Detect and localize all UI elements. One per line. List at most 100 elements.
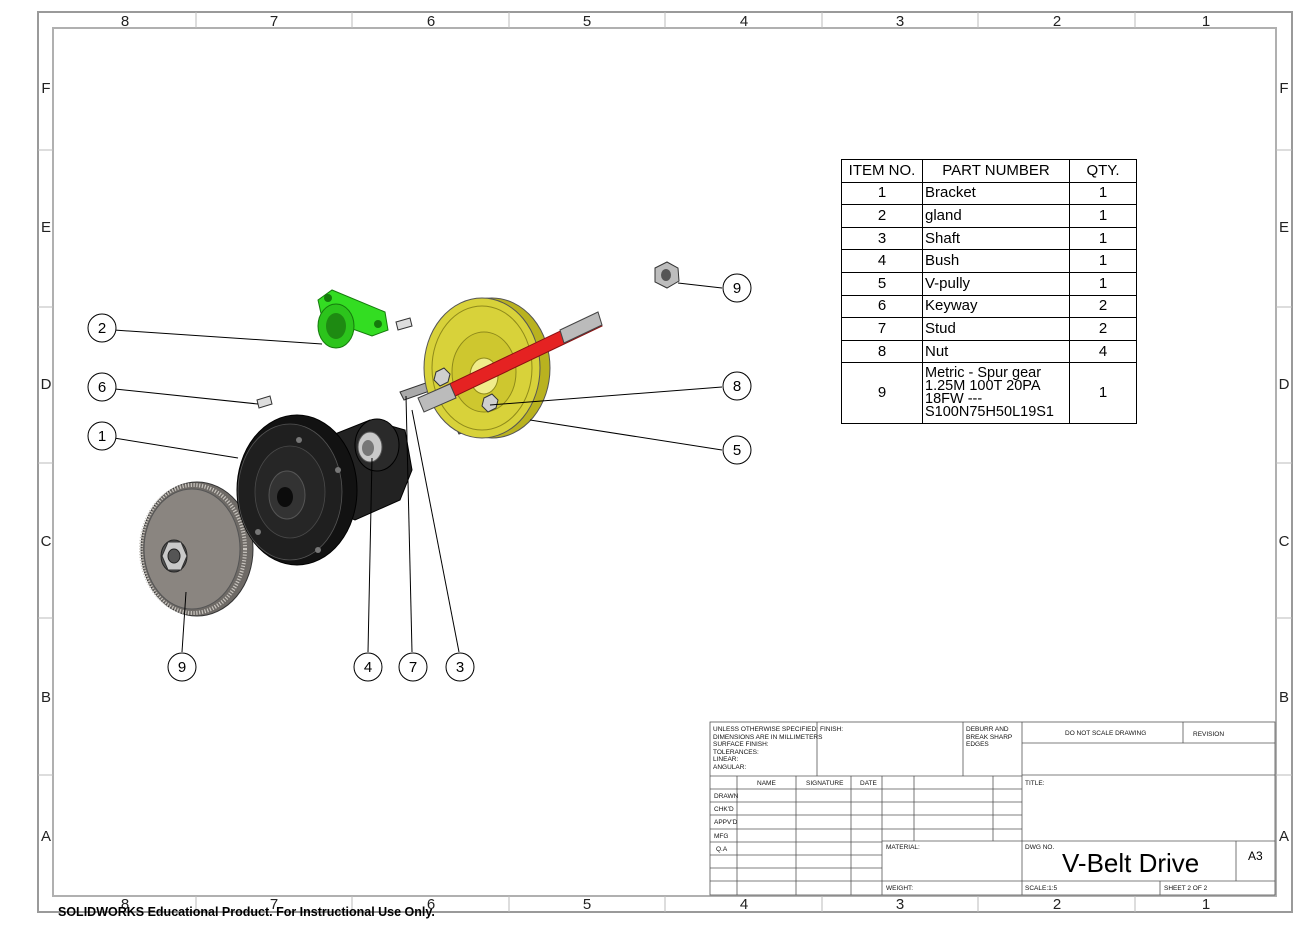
zone-row-b-left: B — [40, 689, 51, 706]
zone-col-1-bottom: 1 — [1201, 896, 1211, 913]
svg-text:6: 6 — [98, 379, 106, 396]
balloon-4: 4 — [353, 652, 383, 682]
bom-header-qty: QTY. — [1069, 159, 1137, 183]
bom-qty: 2 — [1069, 317, 1137, 341]
educational-watermark: SOLIDWORKS Educational Product. For Inst… — [58, 905, 435, 919]
svg-text:9: 9 — [733, 280, 741, 297]
tb-scale: SCALE:1:5 — [1025, 885, 1058, 892]
balloon-7: 7 — [398, 652, 428, 682]
bom-qty: 4 — [1069, 339, 1137, 364]
zone-col-6-bottom: 6 — [426, 896, 436, 913]
bom-header-row: ITEM NO. PART NUMBER QTY. — [841, 159, 1137, 183]
zone-col-8-top: 8 — [120, 13, 130, 30]
svg-text:3: 3 — [456, 659, 464, 676]
tb-col-date: DATE — [860, 780, 877, 787]
tb-sheet-number: SHEET 2 OF 2 — [1164, 885, 1208, 892]
zone-row-e-left: E — [40, 219, 51, 236]
zone-ticks — [38, 12, 1292, 912]
balloon-5: 5 — [722, 435, 752, 465]
tb-chkd: CHK'D — [714, 806, 734, 813]
bom-item-no: 7 — [841, 317, 923, 341]
bom-qty: 1 — [1069, 226, 1137, 251]
zone-col-2-top: 2 — [1052, 13, 1062, 30]
zone-row-c-right: C — [1278, 533, 1290, 550]
zone-row-a-left: A — [40, 828, 51, 845]
zone-col-7-bottom: 7 — [269, 896, 279, 913]
bom-part-number: Stud — [922, 317, 1070, 341]
tb-title-label: TITLE: — [1025, 780, 1045, 787]
tb-finish: FINISH: — [820, 726, 844, 733]
zone-row-f-right: F — [1279, 80, 1289, 97]
shaft-part — [417, 311, 603, 413]
zone-row-a-right: A — [1278, 828, 1289, 845]
bom-part-line: 18FW --- — [925, 391, 983, 408]
keyway-parts — [256, 317, 413, 409]
bom-part-number: gland — [922, 204, 1070, 228]
outer-border — [37, 11, 1293, 913]
bom-row: 9 Metric - Spur gear 1.25M 100T 20PA 18F… — [841, 362, 1137, 425]
balloon-9-nut: 9 — [722, 273, 752, 303]
bom-item-no: 3 — [841, 226, 923, 251]
bom-header-item-no: ITEM NO. — [841, 159, 923, 183]
tb-revision: REVISION — [1193, 731, 1225, 738]
bom-part-number: Keyway — [922, 294, 1070, 319]
tb-weight: WEIGHT: — [886, 885, 914, 892]
bom-item-no: 8 — [841, 339, 923, 364]
zone-col-6-top: 6 — [426, 13, 436, 30]
spur-gear-part — [139, 481, 254, 617]
zone-col-3-top: 3 — [895, 13, 905, 30]
title-block-grid — [709, 721, 1276, 896]
tb-col-name: NAME — [757, 780, 776, 787]
tb-dwg-no-label: DWG NO. — [1025, 844, 1055, 851]
svg-text:8: 8 — [733, 378, 741, 395]
balloons: 2 6 1 9 4 7 3 9 8 5 — [87, 273, 752, 682]
zone-col-3-bottom: 3 — [895, 896, 905, 913]
svg-text:5: 5 — [733, 442, 741, 459]
balloon-2: 2 — [87, 313, 117, 343]
bom-item-no: 1 — [841, 181, 923, 206]
bom-qty: 1 — [1069, 249, 1137, 273]
bom-qty: 1 — [1069, 204, 1137, 228]
bom-part-number-multiline: Metric - Spur gear 1.25M 100T 20PA 18FW … — [922, 362, 1070, 425]
bom-qty: 1 — [1069, 362, 1137, 425]
zone-col-4-top: 4 — [739, 13, 749, 30]
zone-row-e-right: E — [1278, 219, 1289, 236]
zone-col-2-bottom: 2 — [1052, 896, 1062, 913]
gland-part — [317, 289, 389, 349]
zone-row-d-left: D — [40, 376, 52, 393]
nut-parts — [433, 261, 680, 413]
bom-part-number: Nut — [922, 339, 1070, 364]
bom-header-part-number: PART NUMBER — [922, 159, 1070, 183]
svg-text:9: 9 — [178, 659, 186, 676]
bom-part-line: Metric - Spur gear — [925, 365, 1042, 382]
bom-part-line: S100N75H50L19S1 — [925, 404, 1054, 421]
bom-qty: 2 — [1069, 294, 1137, 319]
bom-qty: 1 — [1069, 271, 1137, 296]
zone-col-5-top: 5 — [582, 13, 592, 30]
zone-row-c-left: C — [40, 533, 52, 550]
svg-text:1: 1 — [98, 428, 106, 445]
balloon-9-gear: 9 — [167, 652, 197, 682]
svg-text:2: 2 — [98, 320, 106, 337]
bom-part-line: 1.25M 100T 20PA — [925, 378, 1041, 395]
balloon-8: 8 — [722, 371, 752, 401]
balloon-1: 1 — [87, 421, 117, 451]
balloon-6: 6 — [87, 372, 117, 402]
bom-item-no: 2 — [841, 204, 923, 228]
zone-col-1-top: 1 — [1201, 13, 1211, 30]
tb-col-signature: SIGNATURE — [806, 780, 844, 787]
bom-qty: 1 — [1069, 181, 1137, 206]
zone-row-f-left: F — [41, 80, 51, 97]
bom-item-no: 5 — [841, 271, 923, 296]
bom-item-no: 9 — [841, 362, 923, 425]
balloon-3: 3 — [445, 652, 475, 682]
tb-drawn: DRAWN — [714, 793, 739, 800]
